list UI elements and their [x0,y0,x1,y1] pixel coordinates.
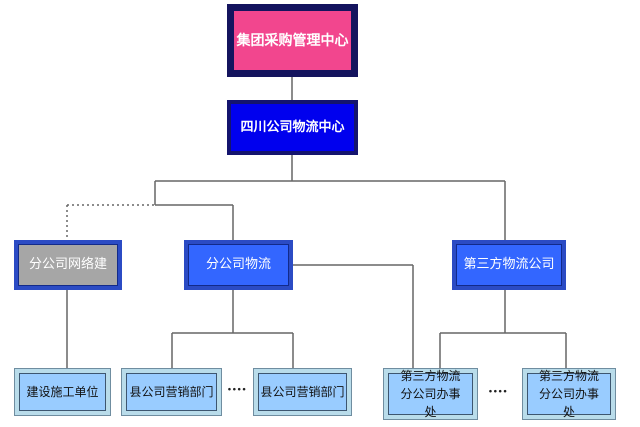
ellipsis: ···· [227,382,247,398]
node-label: 第三方物流分公司办事处 [388,369,473,419]
node-group-procurement-center[interactable]: 集团采购管理中心 [227,4,358,77]
node-third-party-logistics[interactable]: 第三方物流公司 [452,240,566,290]
node-third-party-office-b[interactable]: 第三方物流分公司办事处 [522,368,616,420]
node-label: 四川公司物流中心 [231,104,354,151]
node-label: 分公司物流 [188,244,289,286]
node-label: 集团采购管理中心 [234,11,351,70]
node-sichuan-logistics-center[interactable]: 四川公司物流中心 [227,100,358,155]
node-label: 县公司营销部门 [258,373,347,411]
node-construction-unit[interactable]: 建设施工单位 [14,368,111,416]
node-county-marketing-a[interactable]: 县公司营销部门 [121,368,222,416]
node-branch-network[interactable]: 分公司网络建 [14,240,122,290]
node-label: 县公司营销部门 [126,373,217,411]
node-label: 第三方物流公司 [456,244,562,286]
node-branch-logistics[interactable]: 分公司物流 [184,240,293,290]
node-label: 建设施工单位 [19,373,106,411]
node-label: 分公司网络建 [18,244,118,286]
ellipsis: ···· [488,384,508,400]
node-third-party-office-a[interactable]: 第三方物流分公司办事处 [383,368,478,420]
node-label: 第三方物流分公司办事处 [527,369,611,419]
node-county-marketing-b[interactable]: 县公司营销部门 [253,368,352,416]
